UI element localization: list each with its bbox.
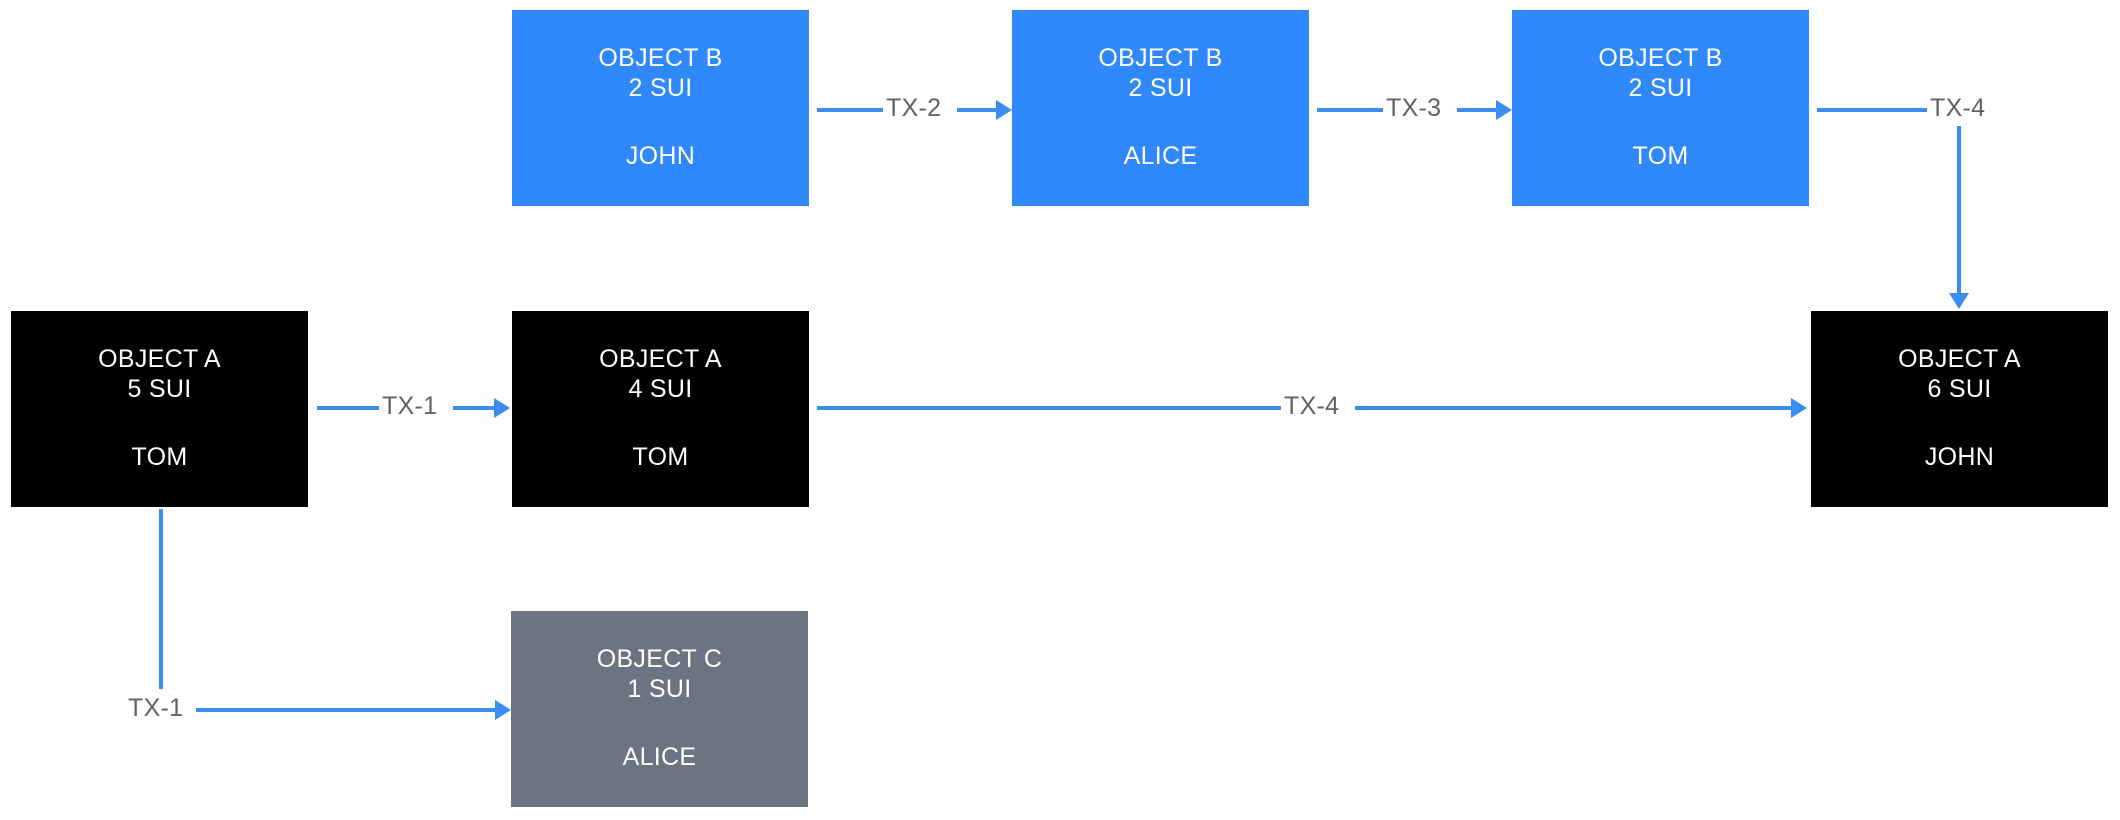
edge-tx1c-line-horizontal: [196, 708, 496, 712]
node-owner-label: TOM: [632, 443, 689, 471]
edge-tx3-line-left: [1317, 108, 1383, 112]
node-amount-label: 1 SUI: [627, 675, 692, 703]
edge-tx3-line-right: [1457, 108, 1497, 112]
node-object-a-tom-5[interactable]: OBJECT A 5 SUI TOM: [11, 311, 308, 507]
node-amount-label: 4 SUI: [628, 375, 693, 403]
edge-tx4b-label: TX-4: [1927, 94, 1989, 122]
node-object-label: OBJECT A: [1898, 345, 2021, 373]
edge-tx1a-line-right: [453, 406, 495, 410]
node-object-c-alice[interactable]: OBJECT C 1 SUI ALICE: [511, 611, 808, 807]
node-object-label: OBJECT B: [1598, 44, 1723, 72]
node-object-label: OBJECT B: [598, 44, 723, 72]
edge-tx4b-line-vertical: [1957, 126, 1961, 296]
edge-tx2-arrowhead: [996, 100, 1012, 120]
edge-tx4b-line-horizontal: [1817, 108, 1927, 112]
node-amount-label: 2 SUI: [1628, 74, 1693, 102]
node-object-b-tom[interactable]: OBJECT B 2 SUI TOM: [1512, 10, 1809, 206]
node-amount-label: 2 SUI: [1128, 74, 1193, 102]
node-amount-label: 2 SUI: [628, 74, 693, 102]
node-object-label: OBJECT B: [1098, 44, 1223, 72]
edge-tx4a-line-right: [1355, 406, 1792, 410]
edge-tx3-arrowhead: [1496, 100, 1512, 120]
node-owner-label: ALICE: [622, 743, 697, 771]
node-object-b-john[interactable]: OBJECT B 2 SUI JOHN: [512, 10, 809, 206]
edge-tx1c-label: TX-1: [125, 694, 187, 722]
edge-tx2-line-left: [817, 108, 883, 112]
edge-tx2-label: TX-2: [883, 94, 945, 122]
edge-tx4a-arrowhead: [1791, 398, 1807, 418]
node-owner-label: ALICE: [1123, 142, 1198, 170]
node-object-label: OBJECT A: [98, 345, 221, 373]
node-object-label: OBJECT C: [596, 645, 723, 673]
node-object-label: OBJECT A: [599, 345, 722, 373]
node-amount-label: 6 SUI: [1927, 375, 1992, 403]
edge-tx4a-line-left: [817, 406, 1281, 410]
edge-tx4a-label: TX-4: [1281, 392, 1343, 420]
node-owner-label: JOHN: [625, 142, 696, 170]
edge-tx1c-arrowhead: [495, 700, 511, 720]
node-object-a-tom-4[interactable]: OBJECT A 4 SUI TOM: [512, 311, 809, 507]
edge-tx1a-label: TX-1: [379, 392, 441, 420]
node-owner-label: TOM: [131, 443, 188, 471]
node-owner-label: TOM: [1632, 142, 1689, 170]
node-object-a-john-6[interactable]: OBJECT A 6 SUI JOHN: [1811, 311, 2108, 507]
node-amount-label: 5 SUI: [127, 375, 192, 403]
edge-tx1a-arrowhead: [494, 398, 510, 418]
node-owner-label: JOHN: [1924, 443, 1995, 471]
edge-tx4b-arrowhead: [1949, 293, 1969, 309]
edge-tx2-line-right: [957, 108, 997, 112]
edge-tx3-label: TX-3: [1383, 94, 1445, 122]
edge-tx1a-line-left: [317, 406, 379, 410]
edge-tx1c-line-vertical: [159, 509, 163, 689]
node-object-b-alice[interactable]: OBJECT B 2 SUI ALICE: [1012, 10, 1309, 206]
